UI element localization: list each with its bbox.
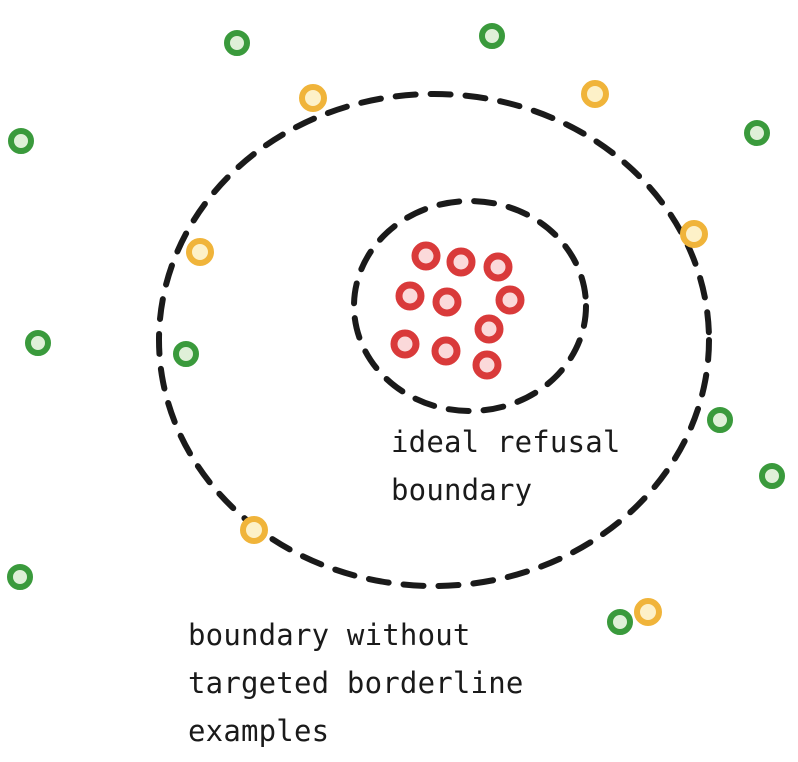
red-point xyxy=(390,329,420,359)
yellow-point xyxy=(299,84,327,112)
red-point xyxy=(411,241,441,271)
green-point xyxy=(759,463,785,489)
inner-boundary xyxy=(351,198,589,414)
red-point xyxy=(483,252,513,282)
outer-boundary xyxy=(156,91,712,589)
green-point xyxy=(25,330,51,356)
yellow-point xyxy=(240,516,268,544)
red-points xyxy=(390,241,525,380)
yellow-point xyxy=(581,80,609,108)
outer-boundary-label-line2: targeted borderline xyxy=(188,666,524,700)
red-point xyxy=(472,350,502,380)
green-point xyxy=(744,120,770,146)
inner-boundary-label-line2: boundary xyxy=(391,473,532,507)
red-point xyxy=(432,287,462,317)
red-point xyxy=(474,314,504,344)
inner-boundary-label-line1: ideal refusal xyxy=(391,425,621,459)
green-point xyxy=(607,609,633,635)
red-point xyxy=(446,247,476,277)
green-point xyxy=(8,128,34,154)
yellow-point xyxy=(186,238,214,266)
green-points xyxy=(7,23,785,635)
red-point xyxy=(495,285,525,315)
outer-boundary-label-line1: boundary without xyxy=(188,618,471,652)
outer-boundary-label-line3: examples xyxy=(188,714,329,748)
green-point xyxy=(707,407,733,433)
green-point xyxy=(224,30,250,56)
red-point xyxy=(431,336,461,366)
yellow-points xyxy=(186,80,708,626)
yellow-point xyxy=(634,598,662,626)
green-point xyxy=(173,341,199,367)
red-point xyxy=(395,281,425,311)
green-point xyxy=(7,564,33,590)
yellow-point xyxy=(680,220,708,248)
green-point xyxy=(479,23,505,49)
